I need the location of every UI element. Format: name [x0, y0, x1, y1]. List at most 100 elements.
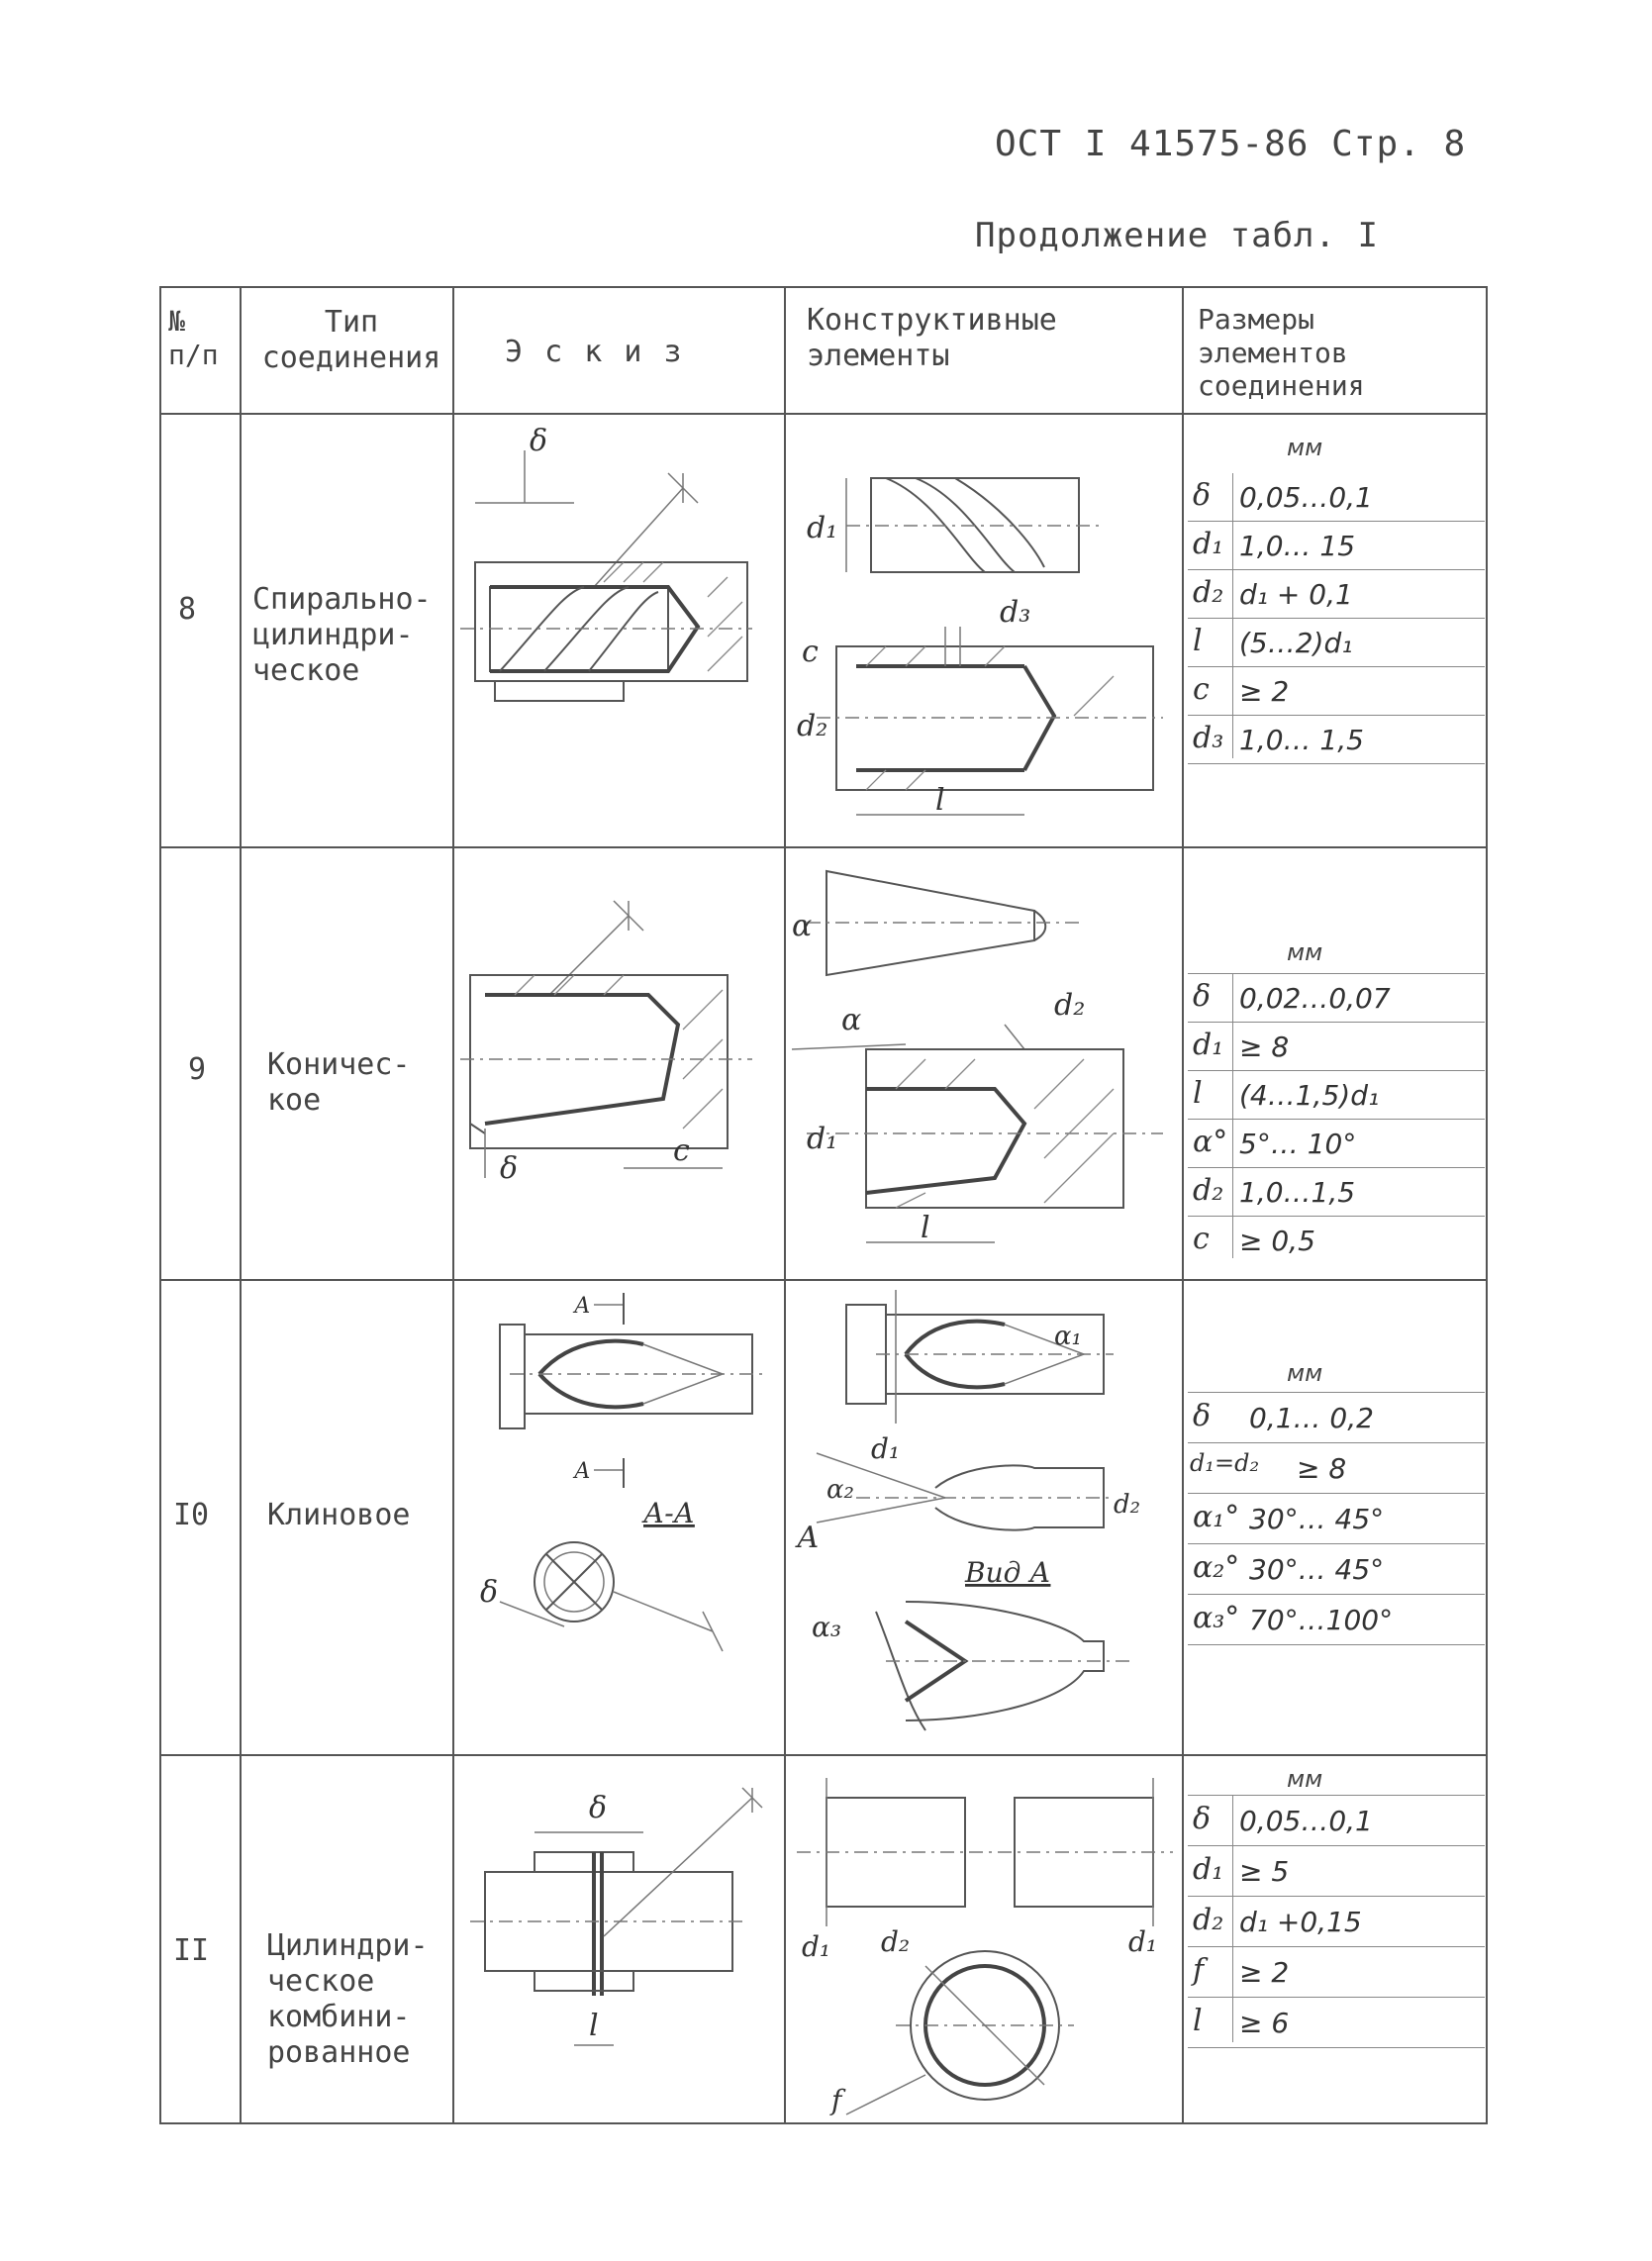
dim-label: d₃ — [1193, 721, 1224, 755]
units-label: мм — [1287, 1765, 1323, 1793]
sketch-label-c: c — [673, 1133, 690, 1168]
sketch-wedge: А А А-А δ — [480, 1293, 762, 1652]
element-label-alpha2: α₂ — [826, 1475, 854, 1505]
dim-value: ≥ 2 — [1239, 675, 1290, 708]
row-number: I0 — [173, 1498, 210, 1532]
sketch-label-l: l — [589, 2009, 599, 2043]
dim-label: c — [1193, 1222, 1210, 1256]
elements-cylindrical-combined: d₁ d₂ d₁ f — [797, 1778, 1173, 2116]
element-label-d1: d₁ — [807, 1122, 837, 1156]
dim-value: 5°… 10° — [1239, 1128, 1357, 1160]
element-label-d1-right: d₁ — [1128, 1925, 1157, 1958]
dim-value: 70°…100° — [1249, 1604, 1394, 1636]
dim-value: 0,05…0,1 — [1239, 1805, 1373, 1837]
dim-value: 1,0… 1,5 — [1239, 724, 1364, 756]
connection-type: Спирально- цилиндри- ческое — [252, 582, 432, 688]
sketch-label-delta: δ — [589, 1791, 607, 1825]
table-continuation-title: Продолжение табл. I — [975, 216, 1379, 255]
units-label: мм — [1287, 1359, 1323, 1387]
elements-conical: α α d₂ d₁ l — [791, 869, 1163, 1245]
section-label-a-a: А-А — [641, 1497, 695, 1529]
dim-value: 0,05…0,1 — [1239, 481, 1373, 514]
dim-value: ≥ 8 — [1297, 1452, 1347, 1485]
view-label-a: Вид А — [964, 1556, 1050, 1589]
dim-value: 30°… 45° — [1249, 1503, 1385, 1535]
element-label-d2: d₂ — [1054, 988, 1085, 1023]
element-label-d2: d₂ — [797, 709, 827, 743]
dim-value: (4…1,5)d₁ — [1239, 1079, 1380, 1112]
sketch-label-delta: δ — [500, 1151, 518, 1186]
element-label-alpha1: α₁ — [1054, 1322, 1082, 1351]
row-number: 8 — [178, 592, 197, 627]
dim-label: d₁=d₂ — [1190, 1449, 1260, 1477]
sketch-spiral-cylindrical: δ — [460, 424, 752, 702]
table-grid — [159, 286, 1488, 2124]
dims-list: δ 0,1… 0,2 d₁=d₂ ≥ 8 α₁° 30°… 45° α₂° 30°… 4… — [1188, 1392, 1485, 1645]
dim-label: α₁° — [1193, 1500, 1240, 1534]
connection-type: Коничес- кое — [267, 1047, 411, 1118]
dim-value: ≥ 6 — [1239, 2007, 1290, 2039]
document-code: ОСТ I 41575-86 Стр. 8 — [995, 124, 1467, 164]
units-label: мм — [1287, 434, 1323, 461]
dim-value: 1,0…1,5 — [1239, 1176, 1356, 1209]
dim-label: α₂° — [1193, 1550, 1240, 1585]
element-label-alpha: α — [841, 1003, 861, 1037]
element-label-d2: d₂ — [881, 1925, 910, 1958]
connections-table: № п/п Тип соединения Э с к и з Конструкт… — [158, 285, 1490, 2126]
column-header-dimensions: Размеры элементов соединения — [1198, 303, 1365, 403]
dim-label: δ — [1193, 1399, 1212, 1433]
dim-value: ≥ 8 — [1239, 1031, 1290, 1063]
row-number: 9 — [188, 1052, 207, 1087]
element-label-c: c — [802, 635, 819, 669]
element-label-alpha-top: α — [792, 909, 812, 943]
dim-label: d₂ — [1193, 1173, 1224, 1208]
element-label-d1: d₁ — [871, 1432, 900, 1465]
dim-label: δ — [1193, 979, 1212, 1014]
element-label-d1-left: d₁ — [802, 1930, 830, 1963]
dim-label: d₁ — [1193, 1028, 1224, 1062]
dim-value: 0,02…0,07 — [1239, 982, 1391, 1015]
sketch-label-a-bottom: А — [572, 1459, 591, 1484]
connection-type: Клиновое — [267, 1498, 411, 1532]
element-label-d1: d₁ — [807, 511, 837, 545]
dim-value: 30°… 45° — [1249, 1553, 1385, 1586]
element-label-d3: d₃ — [1000, 595, 1030, 630]
dim-value: 1,0… 15 — [1239, 530, 1356, 562]
sketch-label-delta: δ — [480, 1575, 498, 1610]
dim-label: d₂ — [1193, 1903, 1224, 1937]
dim-label: c — [1193, 672, 1210, 707]
sketch-conical: δ c — [460, 900, 752, 1186]
row-number: II — [173, 1933, 210, 1968]
units-label: мм — [1287, 938, 1323, 966]
dims-list: δ 0,02…0,07 d₁ ≥ 8 l (4…1,5)d₁ α° 5°… 10° d₂… — [1188, 973, 1485, 1264]
element-label-d2: d₂ — [1114, 1490, 1140, 1520]
column-header-sketch: Э с к и з — [505, 335, 684, 369]
dim-label: δ — [1193, 478, 1212, 513]
element-label-a: А — [795, 1521, 820, 1555]
dim-label: l — [1193, 2004, 1203, 2038]
dim-value: 0,1… 0,2 — [1249, 1402, 1374, 1434]
elements-wedge: α₁ d₁ α₂ А d₂ Вид А α₃ — [795, 1290, 1140, 1731]
dim-label: l — [1193, 624, 1203, 658]
dim-label: d₂ — [1193, 575, 1224, 610]
element-label-l: l — [921, 1211, 930, 1245]
dim-value: (5…2)d₁ — [1239, 627, 1353, 659]
sketch-label-a-top: А — [572, 1294, 591, 1319]
dim-label: α° — [1193, 1125, 1228, 1159]
element-label-l: l — [935, 783, 945, 818]
column-header-type: Тип соединения — [261, 305, 441, 375]
dim-value: d₁ +0,15 — [1239, 1906, 1362, 1938]
connection-type: Цилиндри- ческое комбини- рованное — [267, 1928, 429, 2070]
elements-spiral-cylindrical: d₁ d₃ c d₂ l — [797, 477, 1163, 818]
dim-label: δ — [1193, 1802, 1212, 1836]
dim-label: α₃° — [1193, 1601, 1240, 1635]
dim-value: ≥ 5 — [1239, 1855, 1290, 1888]
dim-label: l — [1193, 1076, 1203, 1111]
dim-value: d₁ + 0,1 — [1239, 578, 1353, 611]
dim-label: d₁ — [1193, 527, 1224, 561]
dim-value: ≥ 2 — [1239, 1956, 1290, 1989]
column-header-elements: Конструктивные элементы — [807, 303, 1057, 373]
dim-label: d₁ — [1193, 1852, 1224, 1887]
